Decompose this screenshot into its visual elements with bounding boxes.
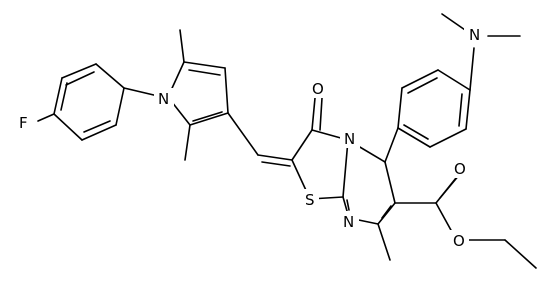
ester-single-bond [435,202,453,233]
c-f-bond [37,113,55,122]
pyrrole-ring [167,61,229,126]
pyrrole-nitrogen-label: N [158,90,169,108]
atom-pyrimidine-nitrogen: N [339,211,359,231]
dimethylamino-nitrogen-label: N [469,26,480,44]
exocyclic-double-bond [257,154,293,161]
atom-bridgehead-nitrogen: N [340,128,360,148]
bridgehead-nitrogen-label: N [344,130,355,148]
sulfur-label: S [305,191,315,209]
atom-ester-carbonyl-oxygen: O [450,158,470,178]
atom-pyrrole-nitrogen: N [154,88,174,108]
pyrimidine-nitrogen-label: N [343,213,354,231]
atom-fluorine: F [14,112,34,132]
nme2-methyl-left [441,13,469,33]
pyrimidine-methyl [377,223,391,261]
ketone-double-bond-inner [319,97,323,131]
atom-ketone-oxygen: O [308,78,328,98]
ketone-oxygen-label: O [312,80,324,98]
fluorine-label: F [19,114,28,132]
dimethylaminophenyl-ring [384,69,471,163]
ethyl-ch3 [504,239,537,269]
ketone-double-bond [311,97,316,131]
vinyl-bond [227,112,259,156]
pyrrole-methyl-top [179,29,185,63]
ester-carbonyl-oxygen-label: O [454,160,466,178]
ester-ether-oxygen-label: O [453,232,465,250]
pyrrole-methyl-bottom [184,124,191,161]
fluorophenyl-ring [53,63,125,141]
exocyclic-double-bond-inner [261,161,291,167]
pyrimidine-ring [342,139,396,225]
atom-dimethylamino-nitrogen: N [464,24,484,44]
atom-thiazole-sulfur: S [301,189,319,209]
thiazole-ring [291,129,349,200]
aryl-nme2-bond [469,47,475,91]
atom-ester-ether-oxygen: O [449,230,469,250]
aryl-n-bond [123,87,159,97]
